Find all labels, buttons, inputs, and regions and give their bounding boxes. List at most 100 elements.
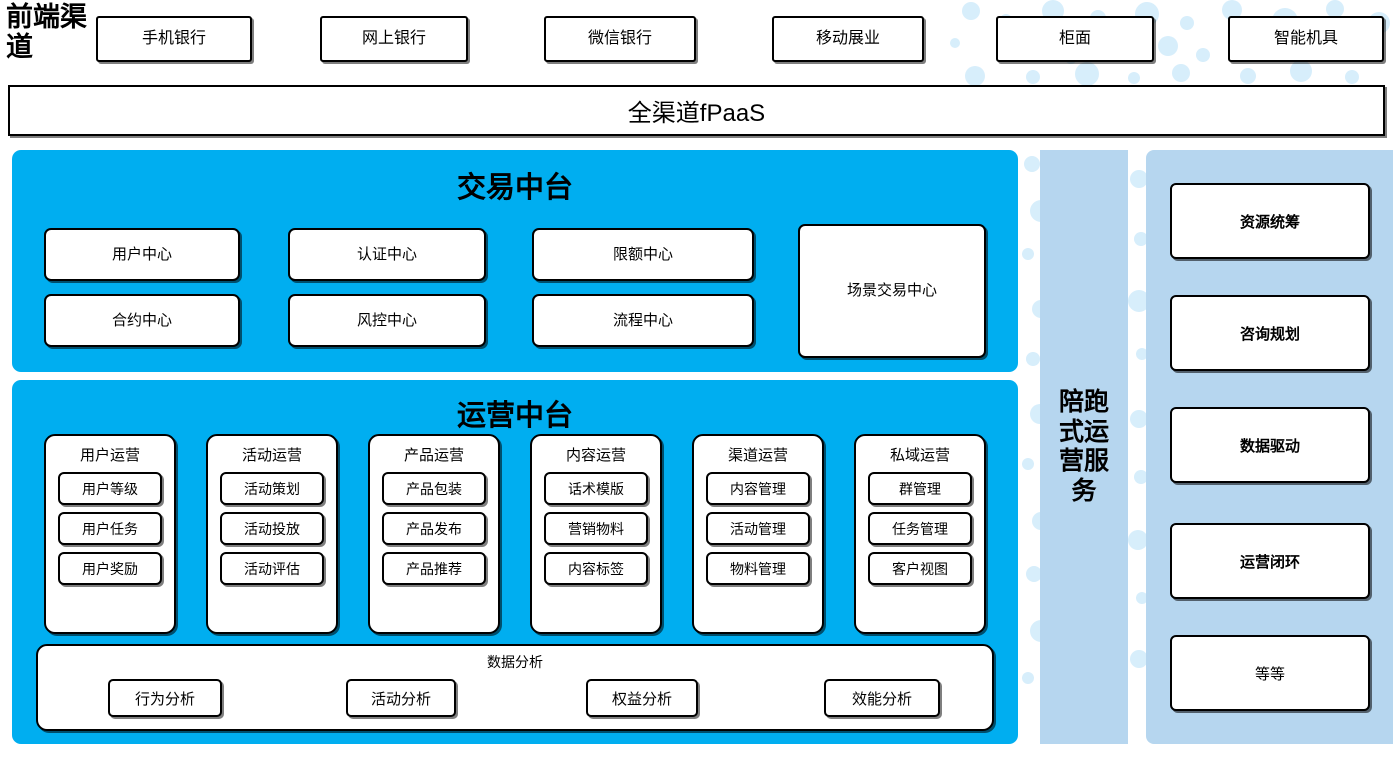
service-box[interactable]: 资源统筹 xyxy=(1170,183,1370,259)
accompany-service-strip: 陪跑式运营服务 xyxy=(1040,150,1128,744)
service-box-label: 运营闭环 xyxy=(1239,553,1300,571)
operations-group-item[interactable]: 活动评估 xyxy=(220,552,324,585)
operations-group-item[interactable]: 群管理 xyxy=(868,472,972,505)
decorative-dot xyxy=(1022,672,1034,684)
operations-center-title: 运营中台 xyxy=(456,400,573,432)
operations-group-item[interactable]: 话术模版 xyxy=(544,472,648,505)
data-analysis-item-label: 效能分析 xyxy=(851,690,912,708)
operations-group-card: 渠道运营内容管理活动管理物料管理 xyxy=(692,434,824,634)
service-box[interactable]: 数据驱动 xyxy=(1170,407,1370,483)
operations-group-item-label: 活动管理 xyxy=(730,520,786,537)
transaction-center-box-label: 风控中心 xyxy=(356,311,417,329)
operations-group-item[interactable]: 产品包装 xyxy=(382,472,486,505)
operations-group-item[interactable]: 物料管理 xyxy=(706,552,810,585)
operations-group-item[interactable]: 任务管理 xyxy=(868,512,972,545)
service-box[interactable]: 等等 xyxy=(1170,635,1370,711)
transaction-center-box[interactable]: 用户中心 xyxy=(44,228,240,281)
frontend-channel-label: 前端渠道 xyxy=(6,2,87,63)
decorative-dot xyxy=(1024,156,1040,172)
data-analysis-item-label: 权益分析 xyxy=(611,690,672,708)
service-box-label: 数据驱动 xyxy=(1239,437,1300,455)
operations-group-card: 私域运营群管理任务管理客户视图 xyxy=(854,434,986,634)
decorative-dot xyxy=(1128,530,1148,550)
operations-group-item-label: 物料管理 xyxy=(730,560,786,577)
operations-group-item-label: 内容标签 xyxy=(568,560,624,577)
decorative-dot xyxy=(1172,64,1190,82)
services-panel: 资源统筹咨询规划数据驱动运营闭环等等 xyxy=(1146,150,1393,744)
data-analysis-item[interactable]: 效能分析 xyxy=(824,679,940,717)
operations-group-title: 用户运营 xyxy=(79,447,140,464)
channel-box[interactable]: 微信银行 xyxy=(544,16,696,62)
accompany-service-label: 陪跑式运营服务 xyxy=(1058,388,1109,505)
operations-group-item-label: 话术模版 xyxy=(568,480,624,497)
data-analysis-item[interactable]: 活动分析 xyxy=(346,679,456,717)
transaction-center-box[interactable]: 场景交易中心 xyxy=(798,224,986,358)
omnichannel-fpaas-bar[interactable]: 全渠道fPaaS xyxy=(8,85,1385,136)
data-analysis-item[interactable]: 权益分析 xyxy=(586,679,698,717)
operations-group-item-label: 客户视图 xyxy=(892,560,948,577)
decorative-dot xyxy=(1196,48,1210,62)
channel-box[interactable]: 网上银行 xyxy=(320,16,468,62)
operations-group-item-label: 活动策划 xyxy=(244,480,300,497)
decorative-dot xyxy=(1240,68,1256,84)
transaction-center-box-label: 场景交易中心 xyxy=(846,282,937,300)
channel-box[interactable]: 柜面 xyxy=(996,16,1154,62)
decorative-dot xyxy=(1026,352,1040,366)
transaction-center-box[interactable]: 风控中心 xyxy=(288,294,486,347)
channel-box[interactable]: 移动展业 xyxy=(772,16,924,62)
service-box[interactable]: 运营闭环 xyxy=(1170,523,1370,599)
decorative-dot xyxy=(1026,70,1040,84)
transaction-center-box[interactable]: 合约中心 xyxy=(44,294,240,347)
channel-box-label: 智能机具 xyxy=(1273,29,1338,47)
data-analysis-item-label: 活动分析 xyxy=(370,690,431,708)
transaction-center-box-label: 流程中心 xyxy=(612,311,673,329)
operations-group-item-label: 产品发布 xyxy=(406,520,462,537)
decorative-dot xyxy=(965,66,985,86)
data-analysis-item[interactable]: 行为分析 xyxy=(108,679,222,717)
channel-box-label: 手机银行 xyxy=(141,29,206,47)
operations-group-item-label: 营销物料 xyxy=(568,520,624,537)
operations-group-card: 内容运营话术模版营销物料内容标签 xyxy=(530,434,662,634)
decorative-dot xyxy=(1158,36,1178,56)
operations-group-item[interactable]: 活动投放 xyxy=(220,512,324,545)
service-box-label: 等等 xyxy=(1254,665,1285,683)
operations-group-item-label: 任务管理 xyxy=(892,520,948,537)
channel-box[interactable]: 手机银行 xyxy=(96,16,252,62)
operations-group-title: 内容运营 xyxy=(565,447,626,464)
operations-group-item[interactable]: 用户任务 xyxy=(58,512,162,545)
decorative-dot xyxy=(1075,62,1099,86)
channel-box-label: 柜面 xyxy=(1058,29,1091,47)
channel-box-label: 网上银行 xyxy=(361,29,426,47)
operations-group-item[interactable]: 用户奖励 xyxy=(58,552,162,585)
operations-group-item[interactable]: 内容管理 xyxy=(706,472,810,505)
operations-group-item[interactable]: 产品发布 xyxy=(382,512,486,545)
operations-group-title: 产品运营 xyxy=(403,447,464,464)
operations-group-title: 活动运营 xyxy=(241,447,302,464)
transaction-center-box[interactable]: 限额中心 xyxy=(532,228,754,281)
data-analysis-card: 数据分析 行为分析活动分析权益分析效能分析 xyxy=(36,644,994,731)
transaction-center-box-label: 限额中心 xyxy=(612,245,673,263)
operations-group-item-label: 产品推荐 xyxy=(406,560,462,577)
operations-group-item[interactable]: 用户等级 xyxy=(58,472,162,505)
operations-group-card: 活动运营活动策划活动投放活动评估 xyxy=(206,434,338,634)
service-box-label: 咨询规划 xyxy=(1239,325,1300,343)
operations-group-card: 产品运营产品包装产品发布产品推荐 xyxy=(368,434,500,634)
operations-group-item-label: 活动投放 xyxy=(244,520,300,537)
operations-group-item-label: 用户等级 xyxy=(82,480,138,497)
transaction-center-box[interactable]: 流程中心 xyxy=(532,294,754,347)
transaction-center-box-label: 合约中心 xyxy=(111,311,172,329)
operations-group-item-label: 用户奖励 xyxy=(82,560,138,577)
data-analysis-item-label: 行为分析 xyxy=(134,690,195,708)
fpaas-label: 全渠道fPaaS xyxy=(627,100,766,127)
transaction-center-box[interactable]: 认证中心 xyxy=(288,228,486,281)
channel-box[interactable]: 智能机具 xyxy=(1228,16,1384,62)
operations-group-item[interactable]: 内容标签 xyxy=(544,552,648,585)
decorative-dot xyxy=(950,38,960,48)
decorative-dot xyxy=(1290,60,1312,82)
operations-group-item[interactable]: 营销物料 xyxy=(544,512,648,545)
operations-group-item[interactable]: 活动管理 xyxy=(706,512,810,545)
operations-group-item[interactable]: 客户视图 xyxy=(868,552,972,585)
service-box[interactable]: 咨询规划 xyxy=(1170,295,1370,371)
operations-group-item[interactable]: 产品推荐 xyxy=(382,552,486,585)
operations-group-item[interactable]: 活动策划 xyxy=(220,472,324,505)
